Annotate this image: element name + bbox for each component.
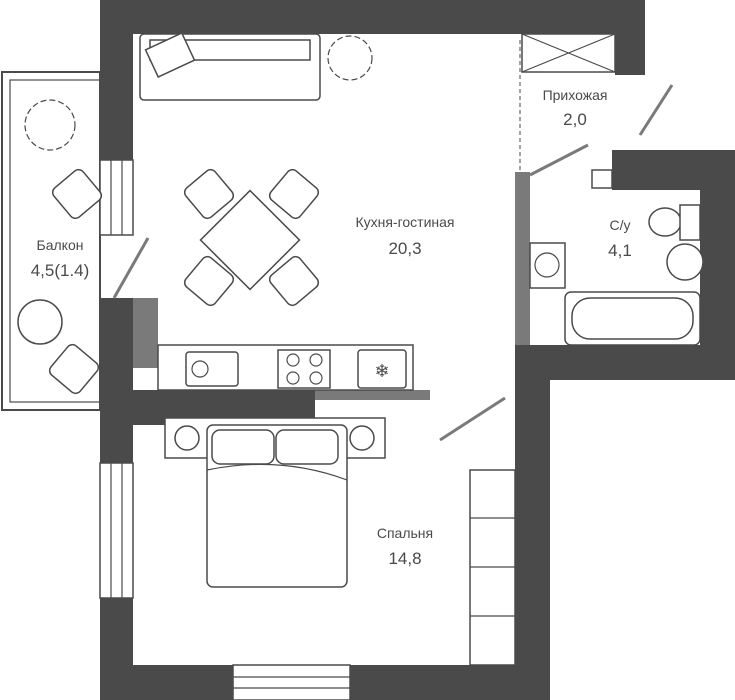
dining-table: [183, 168, 320, 307]
bedroom-name: Спальня: [377, 525, 433, 541]
bedroom-wardrobe: [469, 469, 516, 666]
bathroom-fixtures: [529, 169, 704, 346]
kitchen-counter: ❄: [157, 344, 414, 391]
kitchen-living-area: 20,3: [388, 239, 421, 258]
sofa: [139, 31, 321, 101]
walls: [100, 0, 735, 700]
bed: [164, 417, 386, 588]
balcony-area: 4,5(1.4): [31, 261, 90, 280]
hallway-name: Прихожая: [543, 87, 608, 103]
bathroom-name: С/у: [610, 217, 631, 233]
balcony-furniture: [17, 168, 103, 395]
hallway-area: 2,0: [563, 110, 587, 129]
hall-cabinet: [521, 33, 616, 73]
balcony-inner-outline: [9, 79, 101, 403]
snowflake-icon: ❄: [374, 361, 389, 381]
bedroom-area: 14,8: [388, 549, 421, 568]
kitchen-living-name: Кухня-гостиная: [355, 214, 454, 230]
bathroom-area: 4,1: [608, 241, 632, 260]
doors: [112, 40, 674, 442]
balcony-name: Балкон: [37, 237, 84, 253]
plant-icon: [24, 35, 373, 151]
